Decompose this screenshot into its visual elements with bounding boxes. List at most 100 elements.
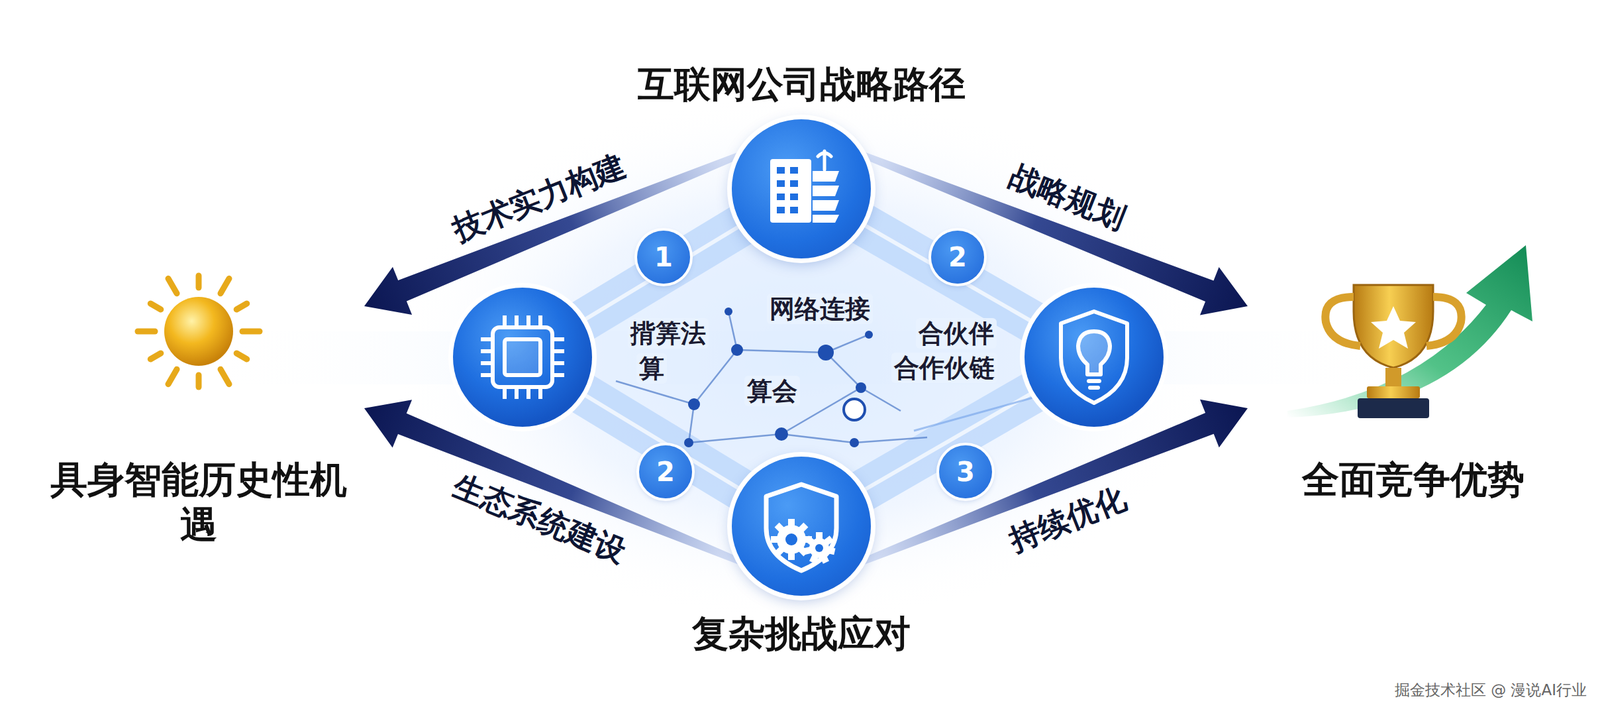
svg-rect	[776, 180, 785, 187]
chip-icon	[480, 315, 565, 399]
flow-arrow	[860, 150, 1248, 315]
svg-path	[812, 170, 840, 223]
svg-circle	[864, 330, 873, 339]
svg-rect	[776, 193, 785, 200]
arrow-label: 生态系统建设	[448, 466, 632, 569]
node-text: 全面竞争优势	[1247, 456, 1579, 502]
strategy-circle: 互联网公司战略路径	[731, 119, 871, 259]
svg-path	[817, 150, 832, 170]
gear-tooth	[804, 535, 816, 547]
server-icon	[731, 119, 871, 259]
network-text: 合伙伴	[915, 317, 997, 349]
svg-line	[781, 433, 855, 443]
svg-path	[1325, 296, 1361, 346]
network-text: 揹筭法	[627, 317, 709, 349]
svg-line	[737, 349, 826, 353]
sun-ray	[150, 352, 161, 359]
circle-title: 复杂挑战应对	[599, 611, 1004, 655]
svg-rect	[1366, 386, 1420, 399]
svg-g	[770, 158, 840, 223]
svg-path	[480, 315, 565, 399]
svg-rect	[492, 327, 553, 387]
sun-ray	[220, 368, 230, 385]
arrow-label: 战略规划	[1004, 157, 1132, 236]
svg-rect	[1357, 398, 1430, 418]
svg-path	[1370, 305, 1416, 349]
svg-circle	[815, 543, 824, 552]
sun-ray	[242, 328, 260, 335]
svg-rect	[776, 166, 785, 174]
svg-path	[1088, 380, 1100, 388]
sun-ray	[137, 328, 155, 335]
gear-tooth	[788, 550, 795, 560]
svg-rect	[790, 180, 799, 187]
sun-ray	[168, 368, 177, 385]
svg-path	[766, 484, 837, 571]
goal-node: 全面竞争优势	[1247, 258, 1579, 550]
svg-line	[694, 349, 738, 404]
svg-line	[688, 433, 782, 443]
svg-path	[1078, 331, 1110, 375]
svg-g	[776, 166, 799, 214]
arrow-label: 持续优化	[1003, 478, 1131, 557]
svg-circle	[684, 437, 694, 448]
svg-line	[860, 387, 901, 411]
sun-ray	[196, 374, 202, 387]
circle-ring	[448, 282, 597, 432]
network-text: 算	[636, 352, 667, 384]
svg-path	[1353, 284, 1434, 368]
svg-rect	[1385, 367, 1402, 387]
network-hub	[843, 398, 865, 420]
network-dots	[684, 307, 873, 448]
circle-ring	[1019, 282, 1169, 432]
svg-path	[1060, 311, 1128, 403]
flow-arrow	[859, 399, 1248, 566]
network-lines	[615, 311, 928, 443]
gear-tooth	[788, 518, 795, 528]
gear-tooth	[802, 545, 814, 555]
gear-tooth	[774, 544, 787, 556]
arrow-label: 技术实力构建	[447, 146, 631, 248]
svg-circle	[724, 307, 733, 316]
gear-tooth	[774, 522, 787, 534]
gear-tooth	[809, 552, 820, 564]
callout-number: 1	[637, 230, 691, 284]
node-text: 具身智能历史性机遇	[33, 456, 365, 548]
shield-gears-icon	[731, 456, 871, 596]
strategy-circle: 复杂挑战应对	[731, 456, 871, 596]
chip-circle	[452, 287, 593, 427]
svg-circle	[731, 343, 744, 356]
bulb-shield-icon	[1060, 311, 1128, 403]
sun-ray	[168, 278, 177, 294]
bulb-circle	[1024, 287, 1164, 427]
gear-tooth	[825, 545, 836, 555]
callout-number: 3	[939, 445, 993, 499]
circle-title: 互联网公司战略路径	[599, 62, 1004, 106]
svg-rect	[790, 166, 799, 174]
gear-tooth	[822, 535, 834, 547]
svg-g	[770, 518, 836, 564]
svg-g	[137, 275, 260, 387]
svg-circle	[688, 398, 700, 410]
gear-tooth	[796, 522, 808, 534]
svg-line	[854, 437, 928, 443]
svg-circle	[855, 382, 867, 393]
callout-number: 2	[931, 230, 985, 284]
sun-ray	[150, 303, 161, 310]
svg-circle	[849, 437, 859, 448]
svg-rect	[776, 206, 785, 214]
gear-tooth	[815, 531, 823, 542]
sun-ray	[196, 275, 202, 288]
svg-path	[1287, 245, 1533, 418]
svg-circle	[774, 427, 789, 441]
svg-path	[1426, 296, 1462, 346]
glow	[390, 92, 1212, 623]
network-text: 合作伙链	[891, 352, 998, 383]
network-text: 网络连接	[766, 293, 873, 324]
sun-ray	[236, 352, 248, 359]
gear-tooth	[819, 552, 830, 564]
network-text: 算会	[744, 375, 800, 406]
trophy-icon	[1247, 258, 1579, 550]
watermark: 掘金技术社区 @ 漫说AI行业	[1394, 679, 1587, 700]
